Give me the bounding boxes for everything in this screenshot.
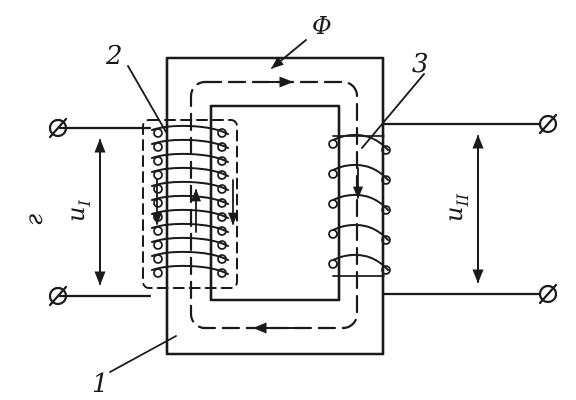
primary-coil-wire-right — [217, 198, 227, 208]
secondary-coil-wire-left — [328, 199, 338, 209]
secondary-coil-wire-right — [381, 235, 391, 245]
primary-coil-wire-right — [217, 212, 227, 222]
side-mark-text: г — [20, 214, 48, 226]
secondary-terminal-bottom — [538, 283, 558, 305]
svg-text:uI: uI — [62, 200, 94, 222]
secondary-coil-turn — [332, 223, 389, 241]
primary-coil-wire-left — [153, 156, 163, 166]
secondary-coil-wire-left — [328, 169, 338, 179]
primary-coil-wire-left — [153, 170, 163, 180]
primary-coil-turn — [151, 152, 229, 163]
secondary-coil-wire-left — [328, 139, 338, 149]
primary-coil-wire-left — [153, 226, 163, 236]
core-leader — [109, 335, 177, 373]
secondary-coil-turn — [332, 133, 389, 151]
secondary-coil-wire-left — [328, 259, 338, 269]
primary-coil-wire-left — [153, 142, 163, 152]
primary-coil-wire-right — [217, 128, 227, 138]
primary-coil-wire-right — [217, 226, 227, 236]
core-number: 1 — [92, 369, 109, 399]
primary-coil-wire-left — [153, 184, 163, 194]
secondary-coil-wire-right — [381, 175, 391, 185]
secondary-circuit — [332, 113, 558, 305]
core-window-outline — [209, 104, 341, 302]
primary-coil-wire-right — [217, 142, 227, 152]
secondary-terminal-top — [538, 113, 558, 135]
primary-coil-wire-left — [153, 268, 163, 278]
secondary-voltage-subscript: II — [453, 193, 472, 207]
primary-winding — [142, 119, 239, 289]
core-outer-outline — [165, 56, 385, 356]
primary-voltage-subscript: I — [75, 200, 94, 208]
primary-winding-number: 2 — [105, 41, 123, 71]
flux-label: Φ — [312, 12, 332, 40]
transformer-core — [165, 56, 385, 356]
primary-coil-wire-right — [217, 170, 227, 180]
primary-coil-wire-right — [217, 156, 227, 166]
secondary-voltage-symbol: u — [440, 207, 468, 222]
primary-terminal-top — [48, 117, 68, 139]
svg-text:uII: uII — [440, 193, 472, 222]
secondary-winding-number: 3 — [412, 49, 429, 79]
primary-coil-wire-right — [217, 268, 227, 278]
primary-coil-wire-left — [153, 212, 163, 222]
primary-coil-wire-left — [153, 254, 163, 264]
primary-coil-wire-left — [153, 128, 163, 138]
secondary-coil-wire-right — [381, 205, 391, 215]
flux-pointer-arrow — [271, 39, 307, 69]
primary-coil-wire-right — [217, 254, 227, 264]
primary-coil-wire-right — [217, 240, 227, 250]
label-leaders — [109, 65, 425, 373]
primary-winding-leader — [127, 65, 167, 133]
secondary-coil-wire-right — [381, 265, 391, 275]
primary-coil-wire-right — [217, 184, 227, 194]
primary-voltage-label: uI — [62, 200, 94, 222]
secondary-winding — [328, 133, 391, 275]
primary-voltage-symbol: u — [62, 207, 90, 222]
secondary-coil-wire-left — [328, 229, 338, 239]
secondary-coil-turn — [332, 193, 389, 211]
primary-coil-wire-left — [153, 198, 163, 208]
primary-circuit — [48, 117, 152, 307]
secondary-coil-turn — [332, 253, 389, 271]
primary-coil-frame — [142, 119, 238, 289]
secondary-coil-wire-right — [381, 145, 391, 155]
side-mark-label: г — [20, 214, 48, 226]
secondary-voltage-label: uII — [440, 193, 472, 222]
text-labels: Φ 2 3 1 uI uII г — [20, 12, 472, 399]
flux-dashed-loop — [189, 80, 359, 330]
primary-terminal-bottom — [48, 285, 68, 307]
secondary-coil-turn — [332, 163, 389, 181]
secondary-winding-leader — [361, 73, 425, 149]
flux-path — [189, 39, 359, 334]
primary-coil-wire-left — [153, 240, 163, 250]
